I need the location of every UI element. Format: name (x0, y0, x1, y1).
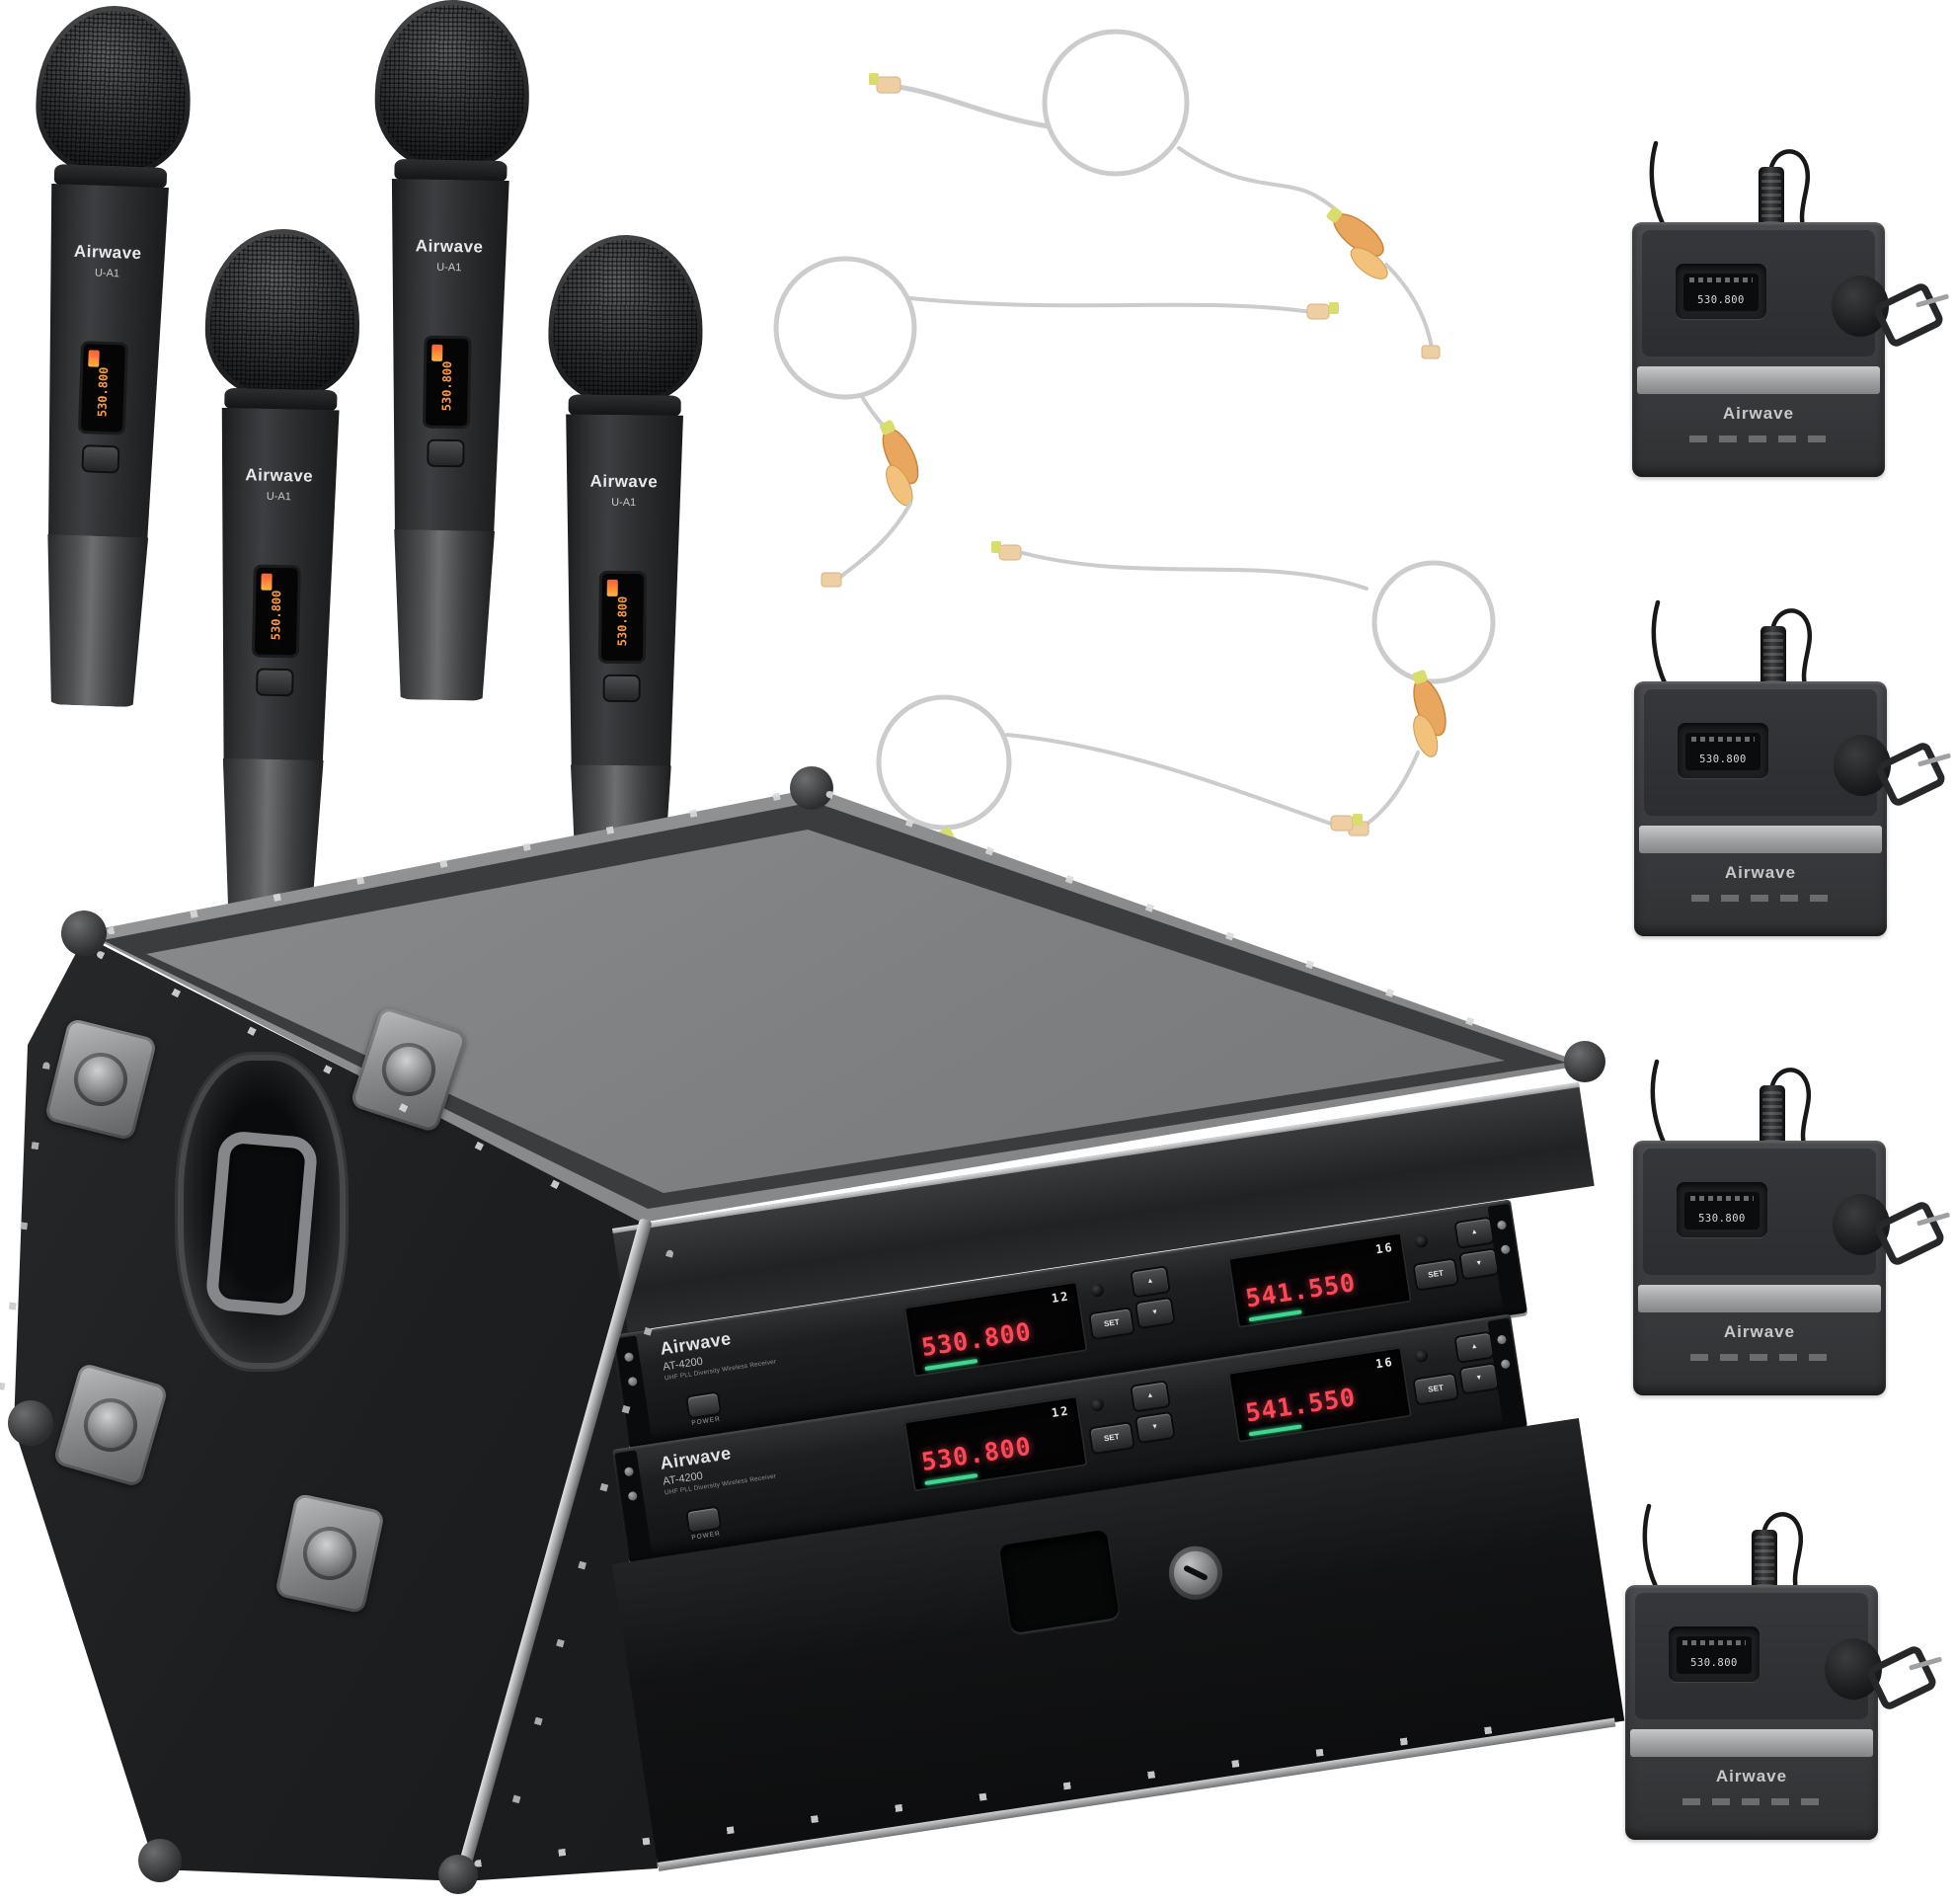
ir-sync-window (1414, 1233, 1429, 1249)
bodypack-display: 530.800 (1685, 733, 1760, 770)
bodypack-ports (1689, 436, 1828, 442)
rack-screw (1496, 1334, 1507, 1345)
power-button-block: POWER (687, 1392, 722, 1427)
bodypack-display: 530.800 (1677, 1636, 1752, 1674)
down-button: ▼ (1460, 1249, 1498, 1279)
bodypack-brand-label: Airwave (1715, 1767, 1788, 1785)
case-side-handle (178, 1055, 346, 1369)
bodypack-battery-stripe (1638, 1285, 1881, 1312)
bodypack-antenna (1642, 1503, 1660, 1592)
twist-lock-latch (1165, 1542, 1226, 1604)
bodypack-battery-stripe (1639, 826, 1882, 853)
rack-screw (623, 1352, 634, 1363)
bodypack-battery-stripe (1630, 1729, 1873, 1757)
bodypack-display-frame: 530.800 (1678, 723, 1768, 778)
ir-sync-window (1089, 1283, 1105, 1298)
corner-protector (8, 1400, 53, 1446)
power-label: POWER (690, 1415, 722, 1427)
frequency-readout: 541.550 (1243, 1382, 1358, 1428)
down-button: ▼ (1136, 1413, 1174, 1442)
bodypack-display: 530.800 (1684, 1192, 1760, 1230)
channel-readout: 12 (1050, 1403, 1071, 1420)
frequency-display-a: 12 530.800 (903, 1280, 1088, 1378)
bodypack-battery-stripe (1637, 366, 1880, 394)
down-button: ▼ (1136, 1299, 1174, 1327)
bodypack-body: 530.800 Airwave (1625, 1585, 1878, 1840)
mic-plug-connector (1759, 167, 1784, 228)
ir-sync-window (1414, 1348, 1429, 1364)
set-button: SET (1090, 1423, 1134, 1454)
mic-plug-connector (1760, 1085, 1785, 1147)
set-button: SET (1090, 1309, 1134, 1339)
up-button: ▲ (1455, 1218, 1493, 1247)
corner-protector (138, 1839, 182, 1882)
up-button: ▲ (1132, 1382, 1169, 1411)
bodypack-ports (1682, 1798, 1821, 1805)
rack-screw (1496, 1220, 1507, 1230)
ir-sync-window (1089, 1397, 1105, 1412)
up-button: ▲ (1455, 1332, 1493, 1362)
earset-mic-1 (869, 29, 1441, 359)
earset-mic-2 (773, 256, 1339, 588)
bodypack-brand-label: Airwave (1723, 1322, 1796, 1341)
bodypack-transmitter-3: 530.800 Airwave (1625, 1059, 1955, 1447)
power-button (687, 1392, 720, 1418)
rack-screw (1500, 1359, 1511, 1370)
rack-screw (623, 1467, 634, 1477)
bodypack-body: 530.800 Airwave (1634, 681, 1887, 936)
bodypack-antenna (1649, 140, 1667, 229)
channel-readout: 16 (1374, 1239, 1395, 1257)
up-button: ▲ (1132, 1267, 1169, 1297)
frequency-display-a: 12 530.800 (903, 1394, 1088, 1492)
corner-protector (438, 1855, 478, 1894)
bodypack-antenna (1651, 599, 1669, 688)
case-front-handle (998, 1529, 1120, 1634)
bodypack-body: 530.800 Airwave (1633, 1141, 1886, 1395)
bodypack-ports (1690, 1354, 1829, 1361)
corner-protector (61, 911, 107, 956)
set-button: SET (1414, 1374, 1457, 1404)
frequency-display-b: 16 541.550 (1227, 1346, 1413, 1444)
frequency-readout: 530.800 (919, 1431, 1034, 1477)
bodypack-brand-label: Airwave (1722, 404, 1795, 423)
channel-readout: 12 (1050, 1289, 1071, 1306)
rack-screw (1500, 1244, 1511, 1255)
frequency-display-b: 16 541.550 (1227, 1231, 1413, 1329)
bodypack-brand-label: Airwave (1724, 863, 1797, 882)
power-label: POWER (690, 1530, 722, 1542)
rack-screw (627, 1490, 638, 1502)
channel-readout: 16 (1374, 1354, 1395, 1372)
rf-level-bar (924, 1472, 978, 1486)
receiver-brand-block: Airwave AT-4200 UHF PLL Diversity Wirele… (659, 1323, 777, 1383)
earset-mics-group (773, 29, 1496, 996)
mic-plug-connector (1760, 626, 1786, 687)
bodypack-transmitter-4: 530.800 Airwave (1617, 1503, 1955, 1891)
corner-protector (1564, 1041, 1605, 1082)
bodypack-display-frame: 530.800 (1676, 264, 1766, 319)
frequency-readout: 530.800 (919, 1316, 1034, 1363)
power-button-block: POWER (687, 1507, 722, 1542)
bodypack-display-frame: 530.800 (1677, 1182, 1767, 1237)
frequency-readout: 541.550 (1243, 1267, 1358, 1313)
power-button (687, 1507, 720, 1533)
earset-mic-3 (991, 541, 1496, 836)
bodypack-ports (1691, 895, 1830, 902)
bodypack-transmitter-1: 530.800 Airwave (1624, 140, 1955, 528)
mic-plug-connector (1752, 1530, 1777, 1591)
bodypack-display-frame: 530.800 (1669, 1626, 1760, 1682)
down-button: ▼ (1460, 1364, 1498, 1393)
bodypack-display: 530.800 (1683, 274, 1759, 311)
set-button: SET (1414, 1259, 1457, 1290)
receiver-brand-block: Airwave AT-4200 UHF PLL Diversity Wirele… (659, 1438, 777, 1497)
bodypack-transmitter-2: 530.800 Airwave (1626, 599, 1955, 988)
bodypack-antenna (1650, 1059, 1668, 1148)
rf-level-bar (924, 1358, 978, 1372)
